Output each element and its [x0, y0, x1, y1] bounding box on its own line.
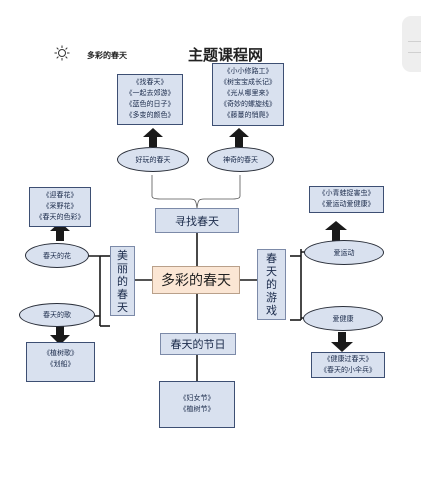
sun-icon: [54, 45, 70, 61]
magic-spring-book-2: 《树宝宝成长记》: [220, 78, 276, 86]
oval-spring-flowers: 春天的花: [25, 243, 89, 268]
branch-beautiful-spring: 美 丽 的 春 天: [110, 246, 135, 316]
spring-songs-books-box: 《植树歌》 《划船》: [26, 342, 95, 382]
scroll-handle-line-1: [408, 41, 421, 42]
branch-spring-festivals: 春天的节日: [160, 333, 236, 355]
magic-spring-book-3: 《光从哪里来》: [223, 89, 273, 97]
songs-book-2: 《划船》: [46, 360, 75, 368]
beautiful-spring-char-1: 美: [117, 248, 128, 262]
love-health-books-box: 《健康过春天》 《春天的小伞兵》: [311, 352, 385, 378]
health-book-1: 《健康过春天》: [323, 355, 373, 363]
oval-love-health: 爱健康: [303, 306, 383, 331]
fun-spring-book-4: 《多变的颜色》: [125, 111, 175, 119]
beautiful-spring-char-2: 丽: [117, 261, 128, 275]
sports-book-2: 《爱运动爱健康》: [318, 200, 375, 208]
magic-spring-book-1: 《小小修路工》: [223, 67, 273, 75]
center-title: 多彩的春天: [152, 266, 240, 294]
health-book-2: 《春天的小伞兵》: [320, 366, 376, 374]
spring-games-char-5: 戏: [266, 304, 277, 317]
spring-games-char-4: 游: [266, 291, 277, 304]
fun-spring-books-box: 《找春天》 《一起去郊游》 《蓝色的日子》 《多变的颜色》: [117, 74, 183, 125]
beautiful-spring-char-3: 的: [117, 274, 128, 288]
site-title: 主题课程网: [188, 46, 264, 64]
spring-games-char-3: 的: [266, 278, 277, 291]
beautiful-spring-char-5: 天: [117, 300, 128, 314]
scroll-handle-line-2: [408, 52, 421, 53]
festival-book-1: 《妇女节》: [179, 394, 215, 402]
oval-magic-spring: 神奇的春天: [207, 147, 274, 172]
oval-spring-songs: 春天的歌: [19, 303, 95, 327]
branch-find-spring: 寻找春天: [155, 208, 239, 233]
spring-games-char-2: 天: [266, 265, 277, 278]
beautiful-spring-char-4: 春: [117, 287, 128, 301]
flowers-book-2: 《采野花》: [42, 202, 78, 210]
magic-spring-book-5: 《藤蔓的悄爬》: [223, 111, 273, 119]
flowers-book-3: 《春天的色彩》: [35, 213, 85, 221]
sports-book-1: 《小青蛙捉害虫》: [318, 189, 375, 197]
magic-spring-book-4: 《奇妙的螺旋线》: [220, 100, 276, 108]
magic-spring-books-box: 《小小修路工》 《树宝宝成长记》 《光从哪里来》 《奇妙的螺旋线》 《藤蔓的悄爬…: [212, 63, 284, 126]
festival-books-box: 《妇女节》 《植树节》: [159, 381, 235, 428]
oval-love-sports: 爱运动: [304, 240, 384, 265]
festival-book-2: 《植树节》: [179, 405, 215, 413]
scroll-handle[interactable]: [402, 16, 421, 72]
oval-fun-spring: 好玩的春天: [117, 147, 189, 172]
branch-spring-games: 春 天 的 游 戏: [257, 249, 286, 320]
fun-spring-book-2: 《一起去郊游》: [125, 89, 175, 97]
spring-flowers-books-box: 《迎春花》 《采野花》 《春天的色彩》: [29, 187, 91, 227]
spring-games-char-1: 春: [266, 252, 277, 265]
header-small-title: 多彩的春天: [87, 51, 127, 60]
love-sports-books-box: 《小青蛙捉害虫》 《爱运动爱健康》: [309, 186, 384, 213]
songs-book-1: 《植树歌》: [43, 349, 78, 357]
fun-spring-book-1: 《找春天》: [132, 78, 168, 86]
flowers-book-1: 《迎春花》: [42, 191, 78, 199]
fun-spring-book-3: 《蓝色的日子》: [125, 100, 175, 108]
